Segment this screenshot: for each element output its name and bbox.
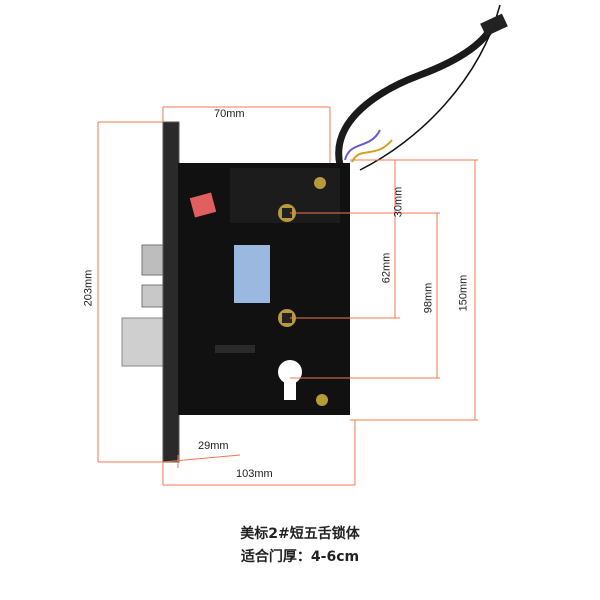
- dim-30mm: 30mm: [392, 186, 405, 218]
- dim-70mm: 70mm: [214, 108, 245, 120]
- cable-connector: [480, 13, 508, 37]
- dim-150mm: 150mm: [457, 274, 470, 312]
- sticker-label: [234, 245, 270, 303]
- dim-98mm: 98mm: [422, 282, 435, 314]
- deadbolt: [121, 317, 168, 367]
- dim-103mm: 103mm: [236, 468, 273, 480]
- cylinder-hole: [284, 372, 296, 400]
- dim-62mm: 62mm: [380, 252, 393, 284]
- faceplate: [162, 121, 180, 463]
- caption-door-thickness: 适合门厚：4-6cm: [240, 549, 360, 565]
- caption-title: 美标2#短五舌锁体: [240, 526, 360, 542]
- cable: [335, 27, 493, 166]
- dim-203mm: 203mm: [82, 269, 95, 307]
- dimension-lines: [97, 106, 478, 486]
- dim-29mm: 29mm: [198, 440, 229, 452]
- sticker-red: [189, 192, 217, 218]
